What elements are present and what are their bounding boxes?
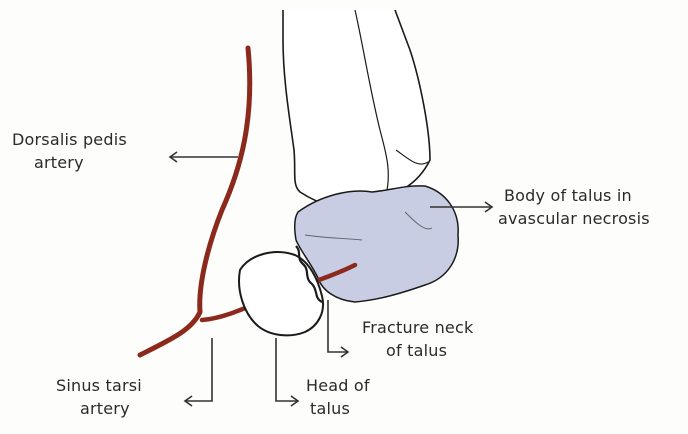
- label-head-line1: Head of: [306, 374, 370, 397]
- label-sinus-tarsi-artery: Sinus tarsi artery: [56, 374, 142, 420]
- label-sinus-line1: Sinus tarsi: [56, 374, 142, 397]
- label-body-of-talus: Body of talus in avascular necrosis: [498, 184, 650, 230]
- label-dorsalis-line2: artery: [12, 151, 127, 174]
- tibia-bone: [283, 10, 430, 211]
- label-fracture-line2: of talus: [362, 339, 473, 362]
- label-head-of-talus: Head of talus: [306, 374, 370, 420]
- leader-head: [276, 338, 298, 406]
- label-dorsalis-line1: Dorsalis pedis: [12, 128, 127, 151]
- label-body-line2: avascular necrosis: [498, 207, 650, 230]
- label-body-line1: Body of talus in: [498, 184, 650, 207]
- leader-dorsalis: [170, 152, 238, 162]
- label-fracture-neck: Fracture neck of talus: [362, 316, 473, 362]
- label-head-line2: talus: [306, 397, 370, 420]
- leader-sinus: [185, 338, 212, 406]
- label-sinus-line2: artery: [56, 397, 142, 420]
- dorsalis-pedis-artery: [140, 48, 250, 355]
- label-dorsalis-pedis-artery: Dorsalis pedis artery: [12, 128, 127, 174]
- leader-fracture: [328, 300, 348, 357]
- label-fracture-line1: Fracture neck: [362, 316, 473, 339]
